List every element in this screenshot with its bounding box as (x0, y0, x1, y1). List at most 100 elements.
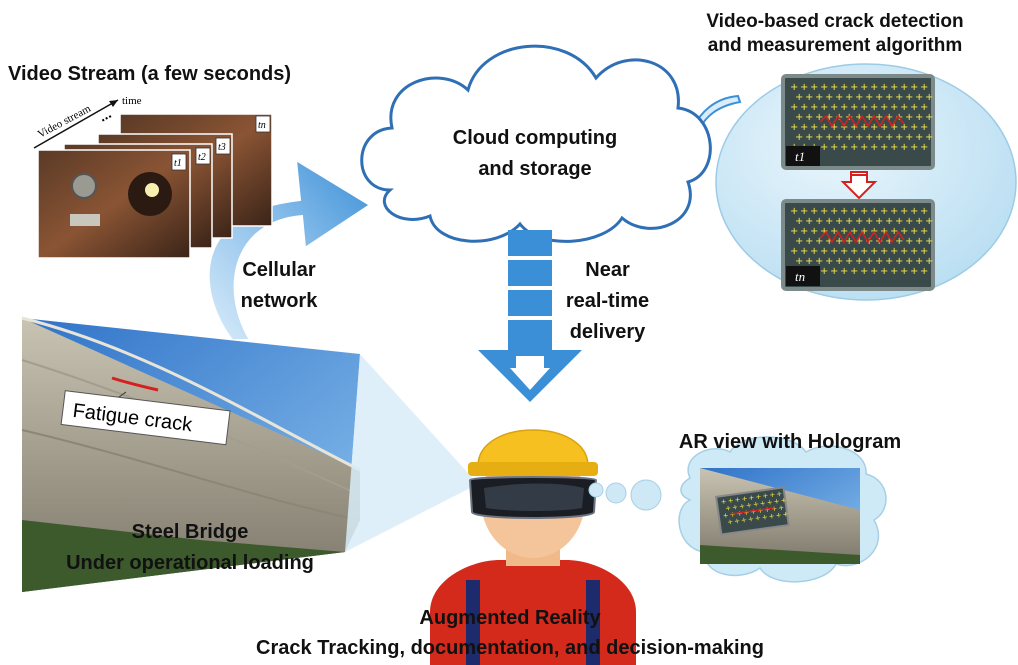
tracking-marker: + (865, 256, 873, 267)
tracking-marker: + (880, 82, 888, 93)
tracking-marker: + (900, 122, 908, 133)
tracking-marker: + (890, 122, 898, 133)
tracking-marker: + (905, 132, 913, 143)
tracking-marker: + (800, 102, 808, 113)
tracking-marker: + (920, 206, 928, 217)
tracking-marker: + (810, 102, 818, 113)
tracking-marker: + (855, 92, 863, 103)
tracking-marker: + (920, 246, 928, 257)
tracking-marker: + (860, 122, 868, 133)
tracking-marker: + (815, 216, 823, 227)
user-shirt (430, 560, 636, 665)
tracking-marker: + (885, 132, 893, 143)
algorithm-frame-label-t1: t1 (795, 149, 805, 164)
tracking-marker: + (905, 112, 913, 123)
tracking-marker: + (920, 102, 928, 113)
tracking-marker: + (805, 256, 813, 267)
tracking-marker: + (910, 142, 918, 153)
tracking-marker: + (830, 246, 838, 257)
delivery-arrow (478, 230, 582, 402)
tracking-marker: + (800, 122, 808, 133)
tracking-marker: + (720, 497, 727, 506)
tracking-marker: + (880, 206, 888, 217)
network-label-line1: Cellular (242, 259, 316, 281)
tracking-marker: + (734, 496, 741, 505)
tracking-marker: + (915, 216, 923, 227)
tracking-marker: + (850, 206, 858, 217)
tracking-marker: + (925, 236, 933, 247)
tracking-marker: + (900, 226, 908, 237)
tracking-marker: + (870, 82, 878, 93)
tracking-marker: + (835, 132, 843, 143)
tracking-marker: + (865, 236, 873, 247)
tracking-marker: + (905, 92, 913, 103)
tracking-marker: + (900, 142, 908, 153)
tracking-marker: + (925, 132, 933, 143)
tracking-marker: + (875, 112, 883, 123)
tracking-marker: + (830, 82, 838, 93)
tracking-marker: + (895, 256, 903, 267)
fatigue-crack-line (111, 376, 159, 392)
tracking-marker: + (753, 500, 760, 509)
tracking-marker: + (910, 206, 918, 217)
tracking-marker: + (860, 266, 868, 277)
frame-label-t2: t2 (198, 152, 206, 163)
thought-dot-large (630, 479, 662, 511)
tracking-marker: + (768, 512, 775, 521)
tracking-marker: + (890, 206, 898, 217)
tracking-marker: + (782, 510, 789, 519)
tracking-marker: + (762, 492, 769, 501)
tracking-marker: + (865, 132, 873, 143)
tracking-marker: + (865, 112, 873, 123)
algorithm-title: Video-based crack detection and measurem… (655, 10, 1015, 58)
tracking-marker: + (805, 92, 813, 103)
tracking-marker: + (840, 122, 848, 133)
tracking-marker: + (860, 82, 868, 93)
video-frame-t1: t1 (37, 149, 191, 259)
tracking-marker: + (780, 496, 787, 505)
tracking-marker: + (825, 112, 833, 123)
tracking-marker: + (905, 216, 913, 227)
tracking-marker: + (773, 497, 780, 506)
down-arrow-icon (840, 171, 878, 200)
tracking-marker: + (925, 216, 933, 227)
tracking-marker: + (815, 132, 823, 143)
tracking-marker: + (805, 216, 813, 227)
tracking-marker: + (885, 236, 893, 247)
cloud-label-line2: and storage (478, 158, 592, 180)
tracking-marker: + (729, 510, 736, 519)
tracking-marker: + (835, 216, 843, 227)
tracking-marker: + (850, 142, 858, 153)
bridge-caption: Steel Bridge Under operational loading (40, 520, 340, 576)
tracking-marker: + (805, 236, 813, 247)
tracking-marker: + (840, 266, 848, 277)
tracking-marker: + (810, 246, 818, 257)
tracking-marker: + (775, 511, 782, 520)
algorithm-frame-label-tn: tn (795, 269, 805, 284)
tracking-marker: + (810, 122, 818, 133)
delivery-label-line2: real-time (565, 290, 650, 312)
cloud-label-line1: Cloud computing (452, 127, 618, 149)
tracking-marker: + (910, 246, 918, 257)
tracking-marker: + (830, 122, 838, 133)
tracking-marker: + (830, 266, 838, 277)
view-cone (345, 354, 478, 552)
tracking-marker: + (795, 216, 803, 227)
tracking-marker: + (855, 132, 863, 143)
algorithm-panel-tn: ++++++++++++++++++++++++++++++++++++++++… (781, 199, 935, 291)
tracking-marker: + (795, 92, 803, 103)
tracking-marker: + (890, 142, 898, 153)
tracking-marker: + (815, 92, 823, 103)
thought-dot-small (588, 482, 604, 498)
frames-ellipsis: ... (96, 105, 114, 125)
tracking-marker: + (880, 122, 888, 133)
tracking-marker: + (840, 246, 848, 257)
tracking-marker: + (748, 494, 755, 503)
tracking-marker: + (835, 256, 843, 267)
fatigue-crack-label-box: Fatigue crack (60, 390, 231, 446)
tracking-marker: + (815, 112, 823, 123)
tracking-marker: + (750, 507, 757, 516)
tracking-marker: + (920, 82, 928, 93)
tracking-marker: + (748, 515, 755, 524)
